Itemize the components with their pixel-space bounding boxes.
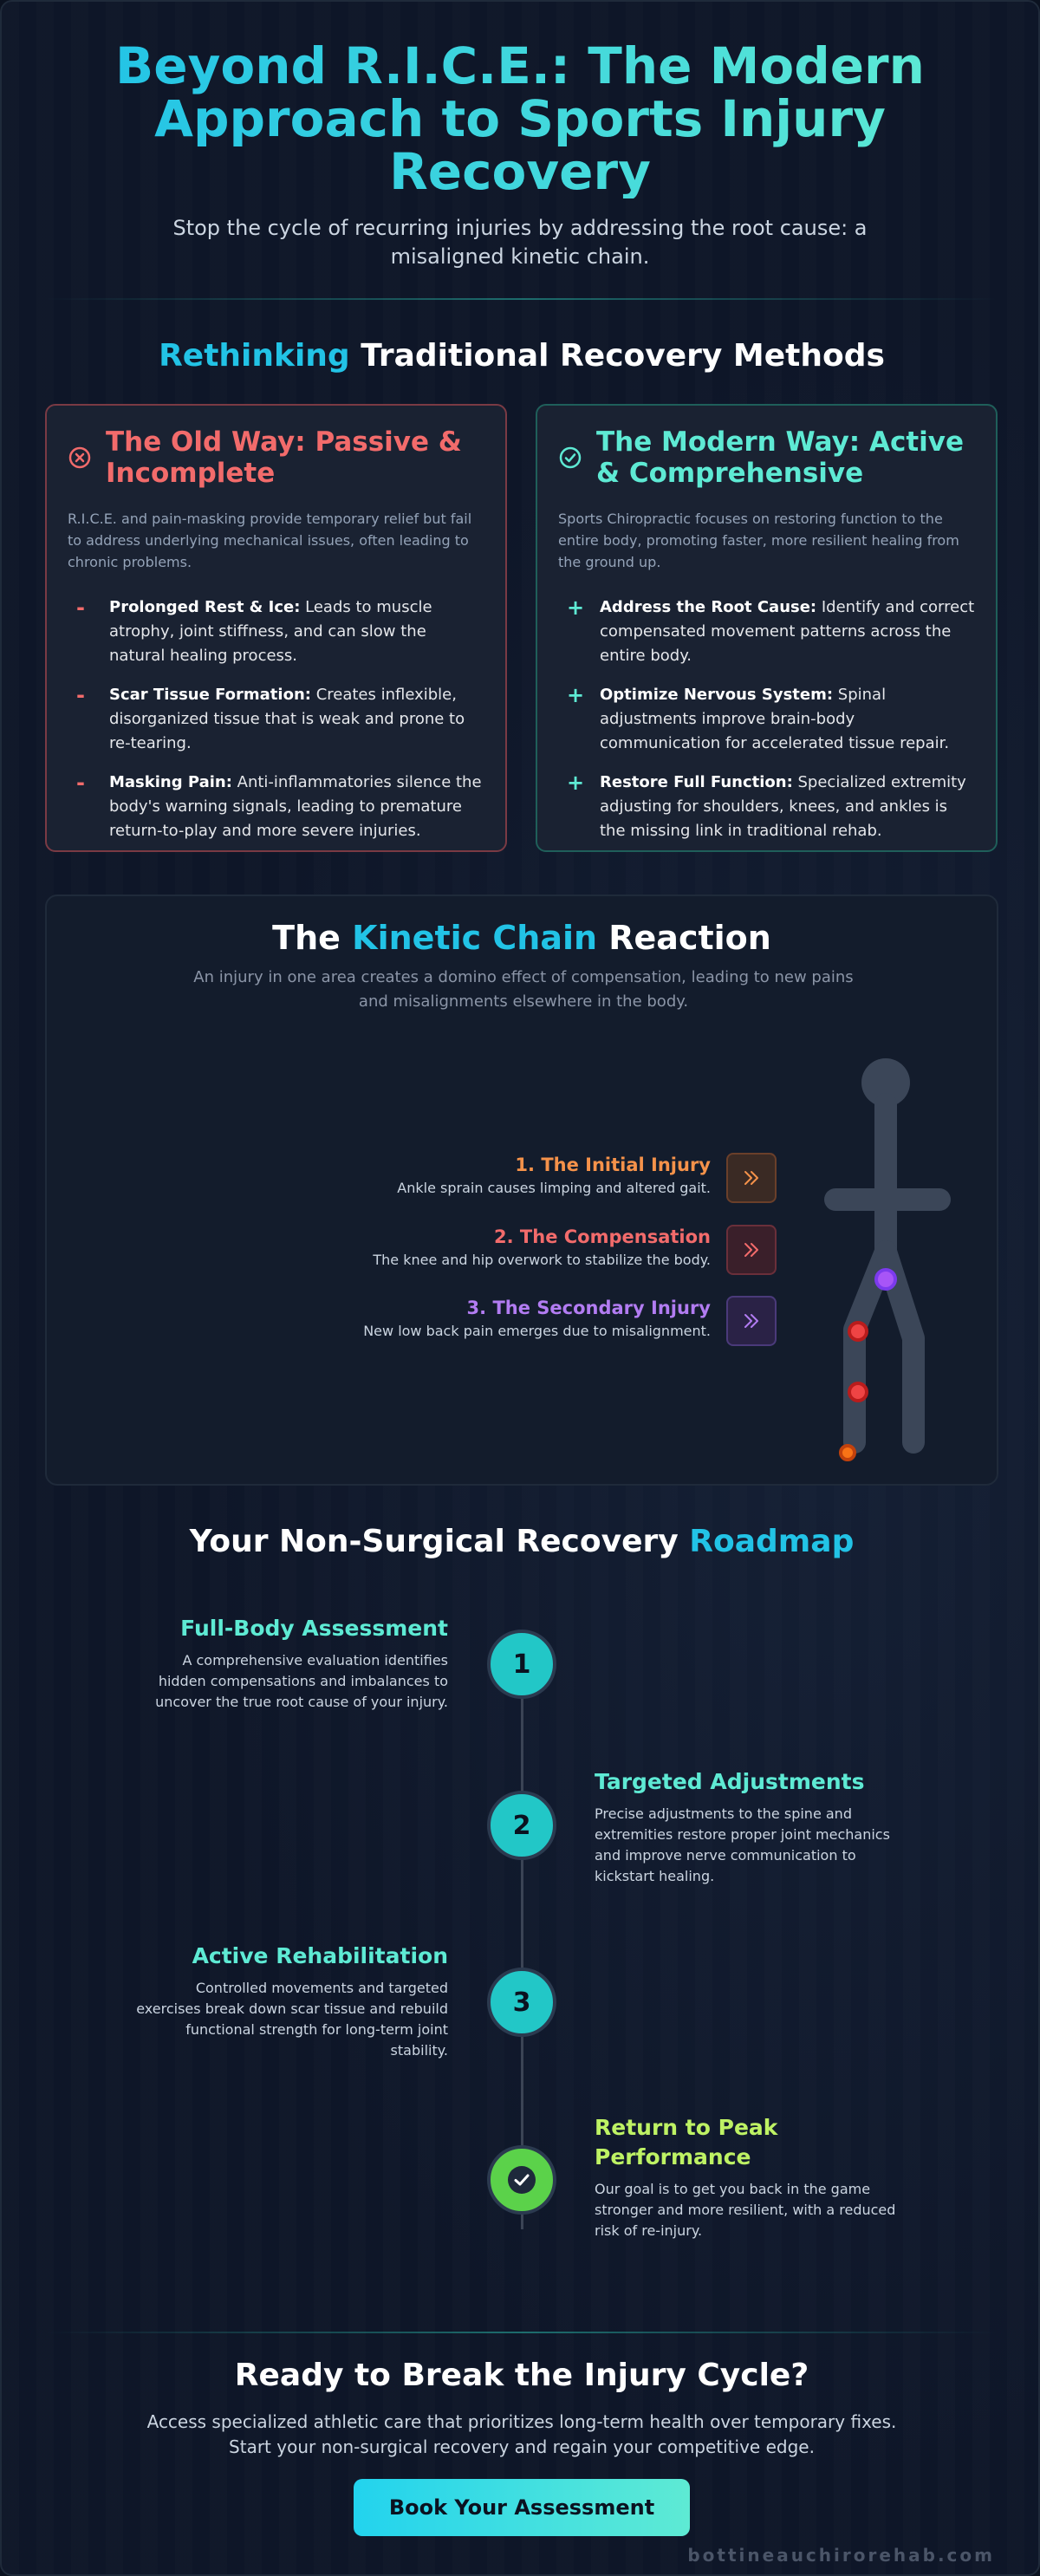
roadmap-title-highlight: Roadmap <box>689 1524 855 1559</box>
cta-text: Access specialized athletic care that pr… <box>146 2411 897 2457</box>
item-bold: Masking Pain: <box>109 773 232 791</box>
item-bold: Scar Tissue Formation: <box>109 686 311 704</box>
roadmap-step-4: Return to Peak Performance Our goal is t… <box>595 2113 907 2241</box>
kinetic-title-a: The <box>272 919 353 957</box>
roadmap-step-desc: A comprehensive evaluation identifies hi… <box>155 1652 448 1710</box>
list-item: - Scar Tissue Formation: Creates inflexib… <box>68 683 484 756</box>
item-text: Specialized extremity adjusting for shou… <box>600 773 966 840</box>
old-way-title: The Old Way: Passive & Incomplete <box>106 426 462 489</box>
roadmap-step-title: Active Rehabilitation <box>192 1943 448 1968</box>
modern-way-card: The Modern Way: Active & Comprehensive S… <box>536 404 998 852</box>
roadmap-step-title: Full-Body Assessment <box>180 1616 448 1641</box>
item-text: Creates inflexible, disorganized tissue … <box>109 686 465 752</box>
roadmap-step-desc: Precise adjustments to the spine and ext… <box>595 1805 890 1884</box>
plus-icon: + <box>567 683 585 707</box>
roadmap-node-2: 2 <box>487 1791 556 1860</box>
chevrons-right-icon <box>726 1225 777 1275</box>
kinetic-step-2: 2. The Compensation The knee and hip ove… <box>373 1226 711 1268</box>
roadmap-step-title: Return to Peak Performance <box>595 2115 778 2169</box>
item-bold: Address the Root Cause: <box>600 598 817 616</box>
list-item: - Masking Pain: Anti-inflammatories silen… <box>68 771 484 843</box>
roadmap-step-desc: Our goal is to get you back in the game … <box>595 2181 896 2239</box>
hero: Beyond R.I.C.E.: The Modern Approach to … <box>2 2 1038 271</box>
kinetic-subtitle: An injury in one area creates a domino e… <box>193 968 854 1011</box>
divider <box>45 2332 998 2333</box>
kinetic-step-3: 3. The Secondary Injury New low back pai… <box>363 1298 711 1339</box>
roadmap-step-title: Targeted Adjustments <box>595 1769 865 1794</box>
roadmap-node-complete <box>487 2145 556 2215</box>
kinetic-step-title: 2. The Compensation <box>494 1226 711 1247</box>
check-icon <box>508 2166 536 2194</box>
old-way-intro: R.I.C.E. and pain-masking provide tempor… <box>68 511 472 570</box>
modern-way-list: + Address the Root Cause: Identify and co… <box>558 595 975 843</box>
roadmap-step-3: Active Rehabilitation Controlled movemen… <box>136 1942 448 2061</box>
divider <box>45 298 998 300</box>
roadmap-title: Your Non-Surgical Recovery Roadmap <box>2 1524 1038 1559</box>
minus-icon: - <box>76 771 85 795</box>
kinetic-step-desc: New low back pain emerges due to misalig… <box>363 1323 711 1339</box>
roadmap-title-a: Your Non-Surgical Recovery <box>189 1524 690 1559</box>
book-assessment-button[interactable]: Book Your Assessment <box>354 2479 690 2536</box>
chevrons-right-icon <box>726 1153 777 1203</box>
modern-way-title: The Modern Way: Active & Comprehensive <box>596 426 965 489</box>
kinetic-title-b: Reaction <box>597 919 771 957</box>
page-subtitle: Stop the cycle of recurring injuries by … <box>172 216 868 269</box>
roadmap-node-3: 3 <box>487 1968 556 2037</box>
plus-icon: + <box>567 595 585 620</box>
roadmap-step-desc: Controlled movements and targeted exerci… <box>136 1980 448 2059</box>
kinetic-step-1: 1. The Initial Injury Ankle sprain cause… <box>397 1155 711 1196</box>
list-item: + Optimize Nervous System: Spinal adjustm… <box>558 683 975 756</box>
roadmap-node-1: 1 <box>487 1630 556 1699</box>
kinetic-title-highlight: Kinetic Chain <box>352 919 598 957</box>
list-item: - Prolonged Rest & Ice: Leads to muscle a… <box>68 595 484 668</box>
item-text: Anti-inflammatories silence the body's w… <box>109 773 482 840</box>
check-circle-icon <box>558 446 582 470</box>
comparison-title-rest: Traditional Recovery Methods <box>349 338 885 374</box>
item-text: Leads to muscle atrophy, joint stiffness… <box>109 598 432 665</box>
page-title: Beyond R.I.C.E.: The Modern Approach to … <box>87 40 953 198</box>
kinetic-step-title: 1. The Initial Injury <box>515 1155 711 1175</box>
old-way-list: - Prolonged Rest & Ice: Leads to muscle a… <box>68 595 484 843</box>
roadmap-step-1: Full-Body Assessment A comprehensive eva… <box>136 1614 448 1713</box>
item-bold: Prolonged Rest & Ice: <box>109 598 301 616</box>
list-item: + Restore Full Function: Specialized extr… <box>558 771 975 843</box>
comparison-title-highlight: Rethinking <box>159 338 350 374</box>
kinetic-step-desc: The knee and hip overwork to stabilize t… <box>373 1252 711 1268</box>
kinetic-step-title: 3. The Secondary Injury <box>466 1298 711 1318</box>
item-bold: Optimize Nervous System: <box>600 686 834 704</box>
plus-icon: + <box>567 771 585 795</box>
kinetic-title: The Kinetic Chain Reaction <box>47 919 997 957</box>
list-item: + Address the Root Cause: Identify and co… <box>558 595 975 668</box>
chevrons-right-icon <box>726 1296 777 1346</box>
minus-icon: - <box>76 683 85 707</box>
minus-icon: - <box>76 595 85 620</box>
cta-title: Ready to Break the Injury Cycle? <box>234 2358 809 2393</box>
comparison-title: Rethinking Traditional Recovery Methods <box>2 338 1038 374</box>
site-domain: bottineauchirorehab.com <box>687 2545 995 2566</box>
kinetic-step-desc: Ankle sprain causes limping and altered … <box>397 1180 711 1196</box>
roadmap-timeline <box>521 1666 523 2229</box>
roadmap-step-2: Targeted Adjustments Precise adjustments… <box>595 1767 907 1887</box>
modern-way-intro: Sports Chiropractic focuses on restoring… <box>558 511 959 570</box>
x-circle-icon <box>68 446 92 470</box>
item-bold: Restore Full Function: <box>600 773 793 791</box>
body-figure-icon <box>824 1058 951 1461</box>
item-text: Identify and correct compensated movemen… <box>600 598 975 665</box>
old-way-card: The Old Way: Passive & Incomplete R.I.C.… <box>45 404 507 852</box>
item-text: Spinal adjustments improve brain-body co… <box>600 686 950 752</box>
kinetic-chain-section: The Kinetic Chain Reaction An injury in … <box>45 894 998 1486</box>
